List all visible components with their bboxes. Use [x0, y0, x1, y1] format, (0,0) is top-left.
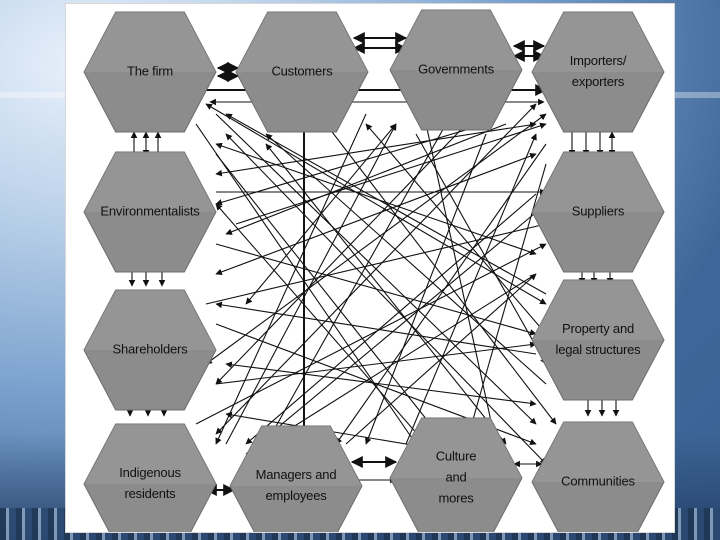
node-label-property-line-1: legal structures — [556, 342, 642, 357]
arrow-cross-17 — [215, 113, 367, 445]
node-property: Property and legal structures — [531, 279, 665, 401]
node-highlight-firm — [84, 12, 216, 72]
node-hexagon-importers — [531, 11, 665, 133]
node-hexagon-suppliers — [531, 151, 665, 273]
node-label-culture-line-0: Culture — [436, 448, 477, 463]
arrow-cross-5 — [215, 243, 537, 336]
node-shareholders: Shareholders — [83, 289, 217, 411]
arrow-cross-31 — [215, 301, 537, 355]
node-hexagon-culture — [389, 417, 523, 532]
node-hexagon-indigenous — [83, 423, 217, 532]
node-hexagon-customers — [235, 11, 369, 133]
node-highlight-managers — [230, 426, 362, 486]
node-importers: Importers/exporters — [531, 11, 665, 133]
arrow-cross-41 — [245, 193, 537, 445]
node-culture: Culture and mores — [389, 417, 523, 532]
arrow-cross-40 — [215, 153, 447, 445]
stakeholder-diagram-panel: The firm Customers Governments Importers/ex… — [66, 4, 674, 532]
node-hexagon-governments — [389, 9, 523, 131]
arrow-cross-3 — [225, 133, 547, 465]
node-label-importers-line-1: exporters — [572, 74, 625, 89]
node-label-indigenous-line-1: residents — [125, 486, 177, 501]
node-highlight-communities — [532, 422, 664, 482]
node-label-culture-line-1: and — [445, 469, 466, 484]
stakeholder-diagram: The firm Customers Governments Importers/ex… — [83, 9, 665, 532]
arrow-cross-24 — [215, 121, 537, 177]
node-highlight-environmentalists — [84, 152, 216, 212]
arrow-cross-36 — [215, 203, 427, 445]
node-highlight-culture — [390, 418, 522, 478]
node-hexagon-shareholders — [83, 289, 217, 411]
node-label-property-line-0: Property and — [562, 321, 634, 336]
node-hexagon-managers — [229, 425, 363, 532]
node-hexagon-firm — [83, 11, 217, 133]
node-communities: Communities — [531, 421, 665, 532]
arrow-cross-38 — [424, 123, 497, 445]
node-label-shareholders-line-0: Shareholders — [113, 341, 189, 356]
arrow-cross-25 — [335, 143, 547, 445]
node-label-culture-line-2: mores — [438, 490, 474, 505]
arrow-cross-34 — [405, 133, 537, 445]
node-highlight-indigenous — [84, 424, 216, 484]
node-label-importers-line-0: Importers/ — [570, 53, 627, 68]
node-hexagon-environmentalists — [83, 151, 217, 273]
node-environmentalists: Environmentalists — [83, 151, 217, 273]
node-managers: Managers and employees — [229, 425, 363, 532]
node-indigenous: Indigenous residents — [83, 423, 217, 532]
node-highlight-importers — [532, 12, 664, 72]
node-label-environmentalists-line-0: Environmentalists — [100, 203, 200, 218]
arrow-cross-39 — [215, 122, 487, 206]
arrow-cross-13 — [225, 123, 397, 445]
node-highlight-shareholders — [84, 290, 216, 350]
node-highlight-customers — [236, 12, 368, 72]
node-hexagon-communities — [531, 421, 665, 532]
node-suppliers: Suppliers — [531, 151, 665, 273]
node-label-managers-line-1: employees — [265, 488, 327, 503]
node-customers: Customers — [235, 11, 369, 133]
node-label-indigenous-line-0: Indigenous — [119, 465, 181, 480]
node-label-firm-line-0: The firm — [127, 63, 173, 78]
node-label-managers-line-0: Managers and — [256, 467, 337, 482]
node-highlight-property — [532, 280, 664, 340]
arrow-cross-28 — [265, 273, 537, 445]
node-highlight-governments — [390, 10, 522, 70]
relationship-arrows — [126, 32, 620, 496]
node-hexagon-property — [531, 279, 665, 401]
node-label-customers-line-0: Customers — [271, 63, 333, 78]
node-label-communities-line-0: Communities — [561, 473, 635, 488]
node-label-governments-line-0: Governments — [418, 61, 495, 76]
node-firm: The firm — [83, 11, 217, 133]
stakeholder-nodes: The firm Customers Governments Importers/ex… — [83, 9, 665, 532]
node-label-suppliers-line-0: Suppliers — [572, 203, 625, 218]
arrow-cross-33 — [225, 361, 537, 407]
arrow-cross-7 — [205, 222, 547, 305]
node-highlight-suppliers — [532, 152, 664, 212]
node-governments: Governments — [389, 9, 523, 131]
arrow-cross-9 — [205, 113, 547, 365]
